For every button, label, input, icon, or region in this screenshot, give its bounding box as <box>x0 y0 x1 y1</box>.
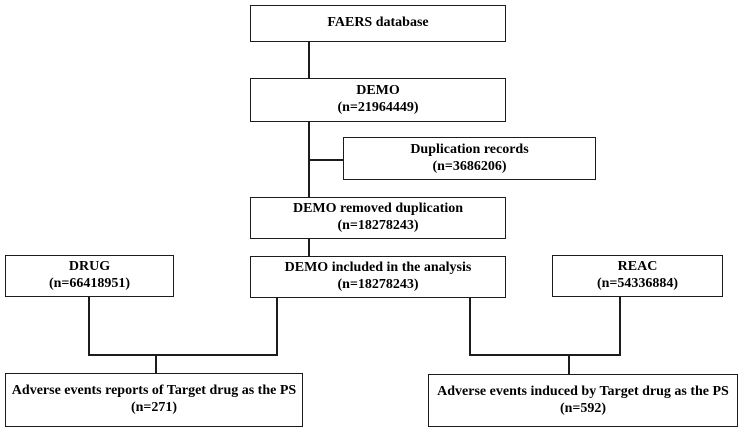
node-adverse-induced-count: (n=592) <box>559 400 607 416</box>
node-adverse-induced-label: Adverse events induced by Target drug as… <box>437 383 729 399</box>
node-reac: REAC (n=54336884) <box>552 255 723 297</box>
node-drug: DRUG (n=66418951) <box>5 255 174 297</box>
connector-stub-to-adverse-induced <box>568 354 570 375</box>
node-demo-removed-label: DEMO removed duplication <box>292 201 464 217</box>
node-demo-removed-duplication: DEMO removed duplication (n=18278243) <box>250 197 506 239</box>
node-demo-included-analysis: DEMO included in the analysis (n=1827824… <box>250 256 506 298</box>
connector-included-down-right <box>469 296 471 356</box>
connector-faers-to-demo <box>308 41 310 79</box>
node-drug-count: (n=66418951) <box>48 276 131 291</box>
node-faers-database: FAERS database <box>250 5 506 42</box>
connector-reac-down <box>619 295 621 356</box>
node-demo: DEMO (n=21964449) <box>250 78 506 122</box>
node-reac-label: REAC <box>617 259 658 275</box>
node-demo-removed-count: (n=18278243) <box>337 218 419 233</box>
node-faers-label: FAERS database <box>327 15 429 31</box>
connector-join-left <box>88 354 278 356</box>
node-duplication-records: Duplication records (n=3686206) <box>343 137 596 180</box>
node-reac-count: (n=54336884) <box>596 276 679 291</box>
node-adverse-reports-count: (n=271) <box>130 400 178 415</box>
node-adverse-events-induced: Adverse events induced by Target drug as… <box>428 374 738 427</box>
node-adverse-reports-label: Adverse events reports of Target drug as… <box>11 383 297 399</box>
connector-branch-duplication <box>308 159 345 161</box>
node-demo-label: DEMO <box>356 83 400 99</box>
node-duplication-count: (n=3686206) <box>432 158 507 174</box>
node-duplication-label: Duplication records <box>410 141 529 157</box>
node-demo-included-count: (n=18278243) <box>337 277 419 292</box>
node-demo-count: (n=21964449) <box>337 100 419 115</box>
node-drug-label: DRUG <box>68 259 111 275</box>
node-adverse-events-reports: Adverse events reports of Target drug as… <box>5 373 303 427</box>
connector-included-down-left <box>276 296 278 356</box>
connector-drug-down <box>88 295 90 356</box>
node-demo-included-label: DEMO included in the analysis <box>284 260 472 276</box>
connector-stub-to-adverse-reports <box>155 354 157 374</box>
connector-join-right <box>469 354 621 356</box>
connector-removed-to-included <box>308 237 310 257</box>
